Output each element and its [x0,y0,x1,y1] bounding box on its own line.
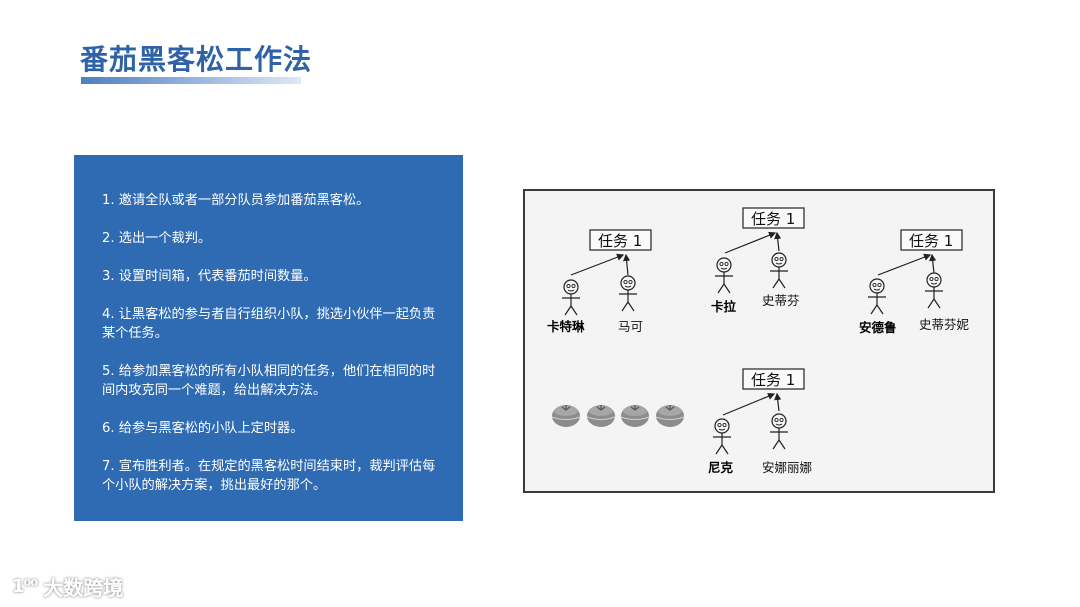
watermark: 1⁰⁰ 大数跨境 [12,572,123,601]
member-name: 安德鲁 [859,320,897,335]
step-4: 4. 让黑客松的参与者自行组织小队，挑选小伙伴一起负责某个任务。 [102,307,436,341]
task-label: 任务 1 [751,371,795,389]
person-icon [712,418,732,455]
person-icon [769,252,789,289]
person-icon [867,278,887,315]
person-icon [618,275,638,312]
team-1: 任务 1 卡特琳 马可 [547,229,652,334]
tomato-timer-icon [655,404,685,428]
task-label: 任务 1 [909,232,953,250]
task-label: 任务 1 [598,232,642,250]
step-7: 7. 宣布胜利者。在规定的黑客松时间结束时，裁判评估每个小队的解决方案，挑出最好… [102,459,436,493]
team-2: 任务 1 卡拉 史蒂芬 [711,207,805,314]
person-icon [561,279,581,316]
member-name: 史蒂芬 [762,293,800,308]
tomato-timer-icon [551,404,581,428]
title-underline [81,77,301,84]
tomato-timers [551,404,685,428]
team-3: 任务 1 安德鲁 史蒂芬妮 [859,229,970,335]
hackathon-figure: 任务 1 卡特琳 马可 任务 1 卡拉 史蒂芬 任务 1 [523,189,995,493]
steps-panel: 1. 邀请全队或者一部分队员参加番茄黑客松。 2. 选出一个裁判。 3. 设置时… [74,155,463,521]
person-icon [924,272,944,309]
member-name: 卡拉 [711,299,737,314]
member-name: 安娜丽娜 [762,460,812,475]
member-name: 卡特琳 [547,319,585,334]
tomato-timer-icon [620,404,650,428]
member-name: 史蒂芬妮 [919,317,970,332]
page-title: 番茄黑客松工作法 [80,43,313,76]
person-icon [714,257,734,294]
step-5: 5. 给参加黑客松的所有小队相同的任务，他们在相同的时间内攻克同一个难题，给出解… [102,364,436,398]
watermark-text: 大数跨境 [43,576,124,600]
step-6: 6. 给参与黑客松的小队上定时器。 [102,421,304,436]
step-1: 1. 邀请全队或者一部分队员参加番茄黑客松。 [102,193,370,208]
tomato-timer-icon [586,404,616,428]
watermark-logo-icon: 1⁰⁰ [12,576,38,597]
step-3: 3. 设置时间箱，代表番茄时间数量。 [102,269,317,284]
member-name: 马可 [618,319,643,334]
person-icon [769,413,789,450]
step-2: 2. 选出一个裁判。 [102,231,212,246]
team-4: 任务 1 尼克 安娜丽娜 [708,368,812,475]
task-label: 任务 1 [751,210,795,228]
member-name: 尼克 [708,460,734,475]
